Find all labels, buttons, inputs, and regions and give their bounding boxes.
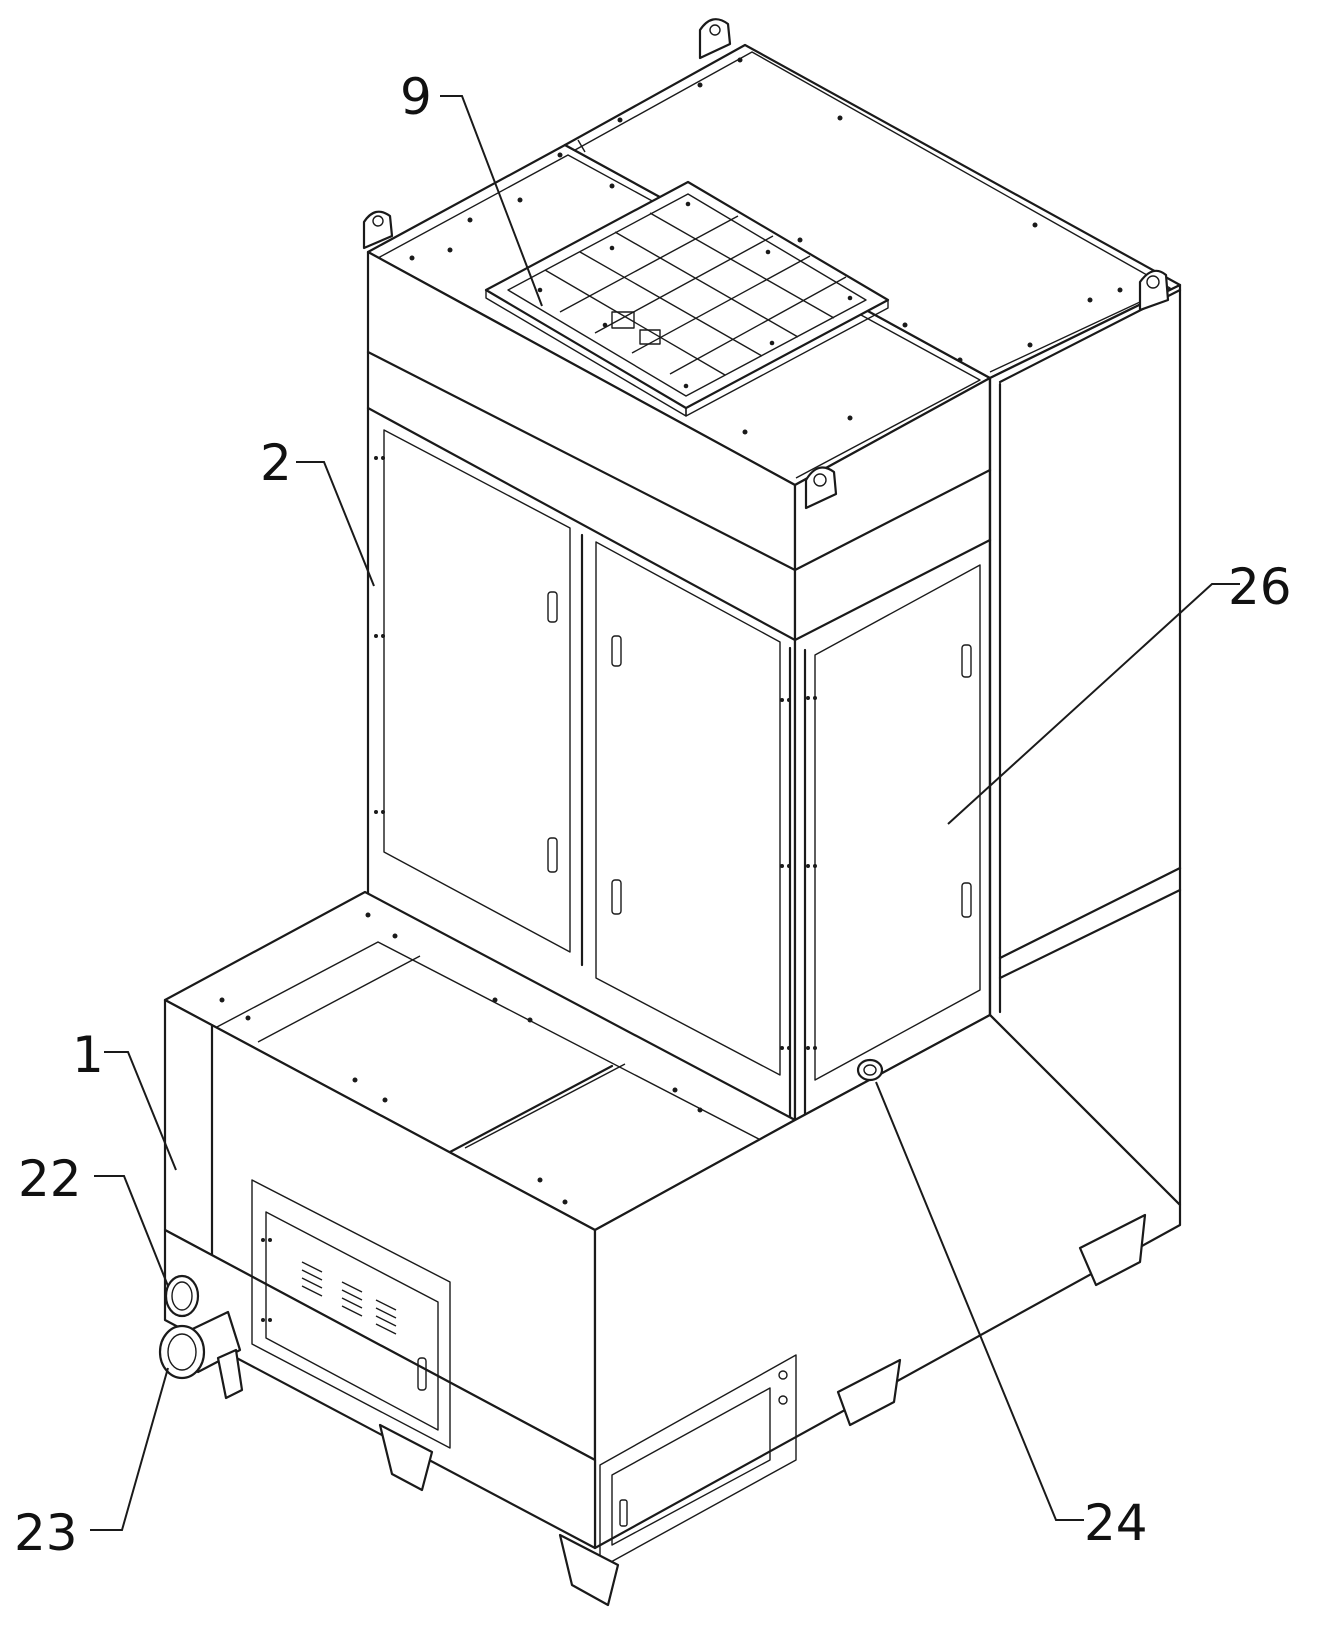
grille-cells [544, 212, 847, 376]
callout-24: 24 [875, 1081, 1148, 1552]
door-handle [547, 837, 558, 873]
base-skirt [163, 1228, 597, 1550]
lifting-lug-icon [1138, 269, 1170, 312]
callout-22: 22 [18, 1150, 169, 1287]
label-22: 22 [18, 1150, 82, 1208]
support-leg [836, 1358, 902, 1427]
top-grille-frame [484, 180, 890, 417]
outlet-pipe-23 [158, 1310, 244, 1400]
upper-tower [362, 18, 1182, 1207]
door-handle [547, 591, 558, 623]
label-2: 2 [260, 434, 292, 492]
support-leg [378, 1423, 434, 1492]
door-handle [961, 644, 972, 678]
label-9: 9 [400, 68, 432, 126]
lifting-lug-icon [698, 18, 732, 60]
label-24: 24 [1084, 1494, 1148, 1552]
lifting-lug-icon [804, 466, 838, 510]
door-handle [611, 635, 622, 667]
support-leg [1078, 1213, 1147, 1287]
panel-handle [417, 1357, 427, 1391]
label-26: 26 [1228, 558, 1292, 616]
left-door-2 [595, 541, 781, 1076]
drain-port-24 [856, 1058, 884, 1082]
callout-26: 26 [947, 558, 1292, 825]
support-leg [558, 1533, 620, 1607]
label-1: 1 [72, 1026, 104, 1084]
left-door-1 [383, 429, 571, 953]
vent-louvers [301, 1261, 397, 1335]
callout-23: 23 [14, 1367, 169, 1562]
front-access-panel [251, 1179, 451, 1449]
lifting-lug-icon [362, 210, 394, 250]
right-access-door [599, 1354, 797, 1569]
callout-1: 1 [72, 1026, 177, 1171]
door-handle [961, 882, 972, 918]
callout-9: 9 [400, 68, 543, 307]
label-23: 23 [14, 1504, 78, 1562]
callout-2: 2 [260, 434, 375, 587]
door-handle [611, 879, 622, 915]
inlet-pipe-22 [164, 1274, 200, 1318]
lower-base [163, 890, 1182, 1607]
side-door-26 [814, 564, 981, 1081]
